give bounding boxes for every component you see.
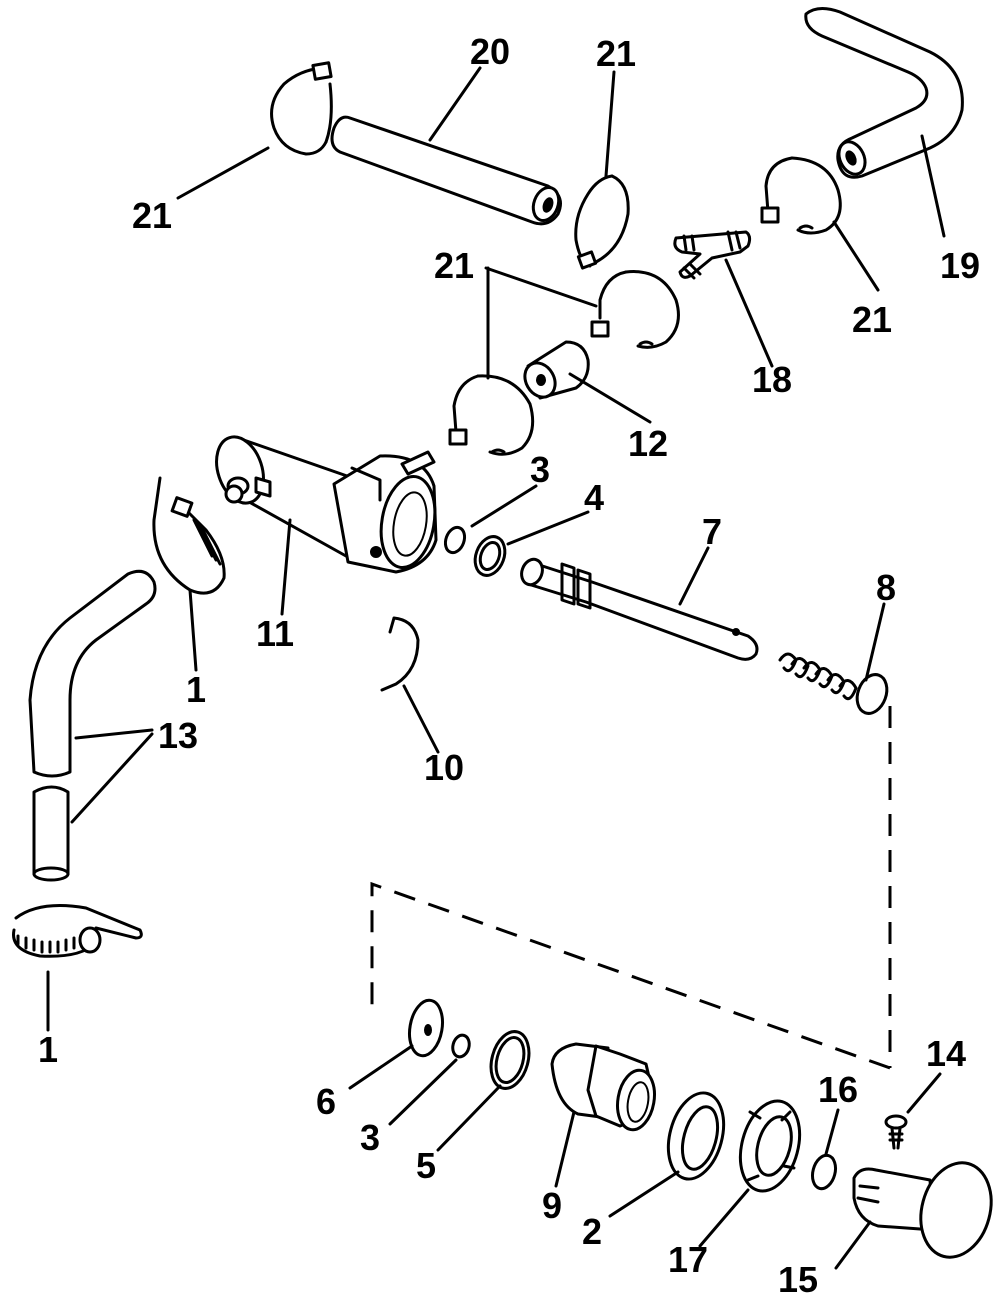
callout-18: 18 [752, 359, 792, 400]
part-15-knob [852, 1161, 993, 1259]
callout-13: 13 [158, 715, 198, 756]
part-21-clamp-top-center [574, 174, 630, 270]
callout-1-lower: 1 [38, 1029, 58, 1070]
callout-5: 5 [416, 1145, 436, 1186]
part-13-hose-upper [28, 569, 157, 778]
callout-12: 12 [628, 423, 668, 464]
part-7-plunger [520, 557, 759, 661]
part-9-housing [550, 1042, 656, 1132]
callout-6: 6 [316, 1081, 336, 1122]
part-16-oring [810, 1153, 838, 1191]
part-13-hose-lower [32, 785, 70, 882]
part-19-bent-hose [804, 7, 964, 179]
part-3-oring-upper [443, 525, 467, 555]
callout-15: 15 [778, 1259, 818, 1293]
part-21-clamp-middle [590, 270, 680, 349]
callout-19: 19 [940, 245, 980, 286]
part-1-strap-clamp-upper [152, 476, 226, 595]
callout-11: 11 [256, 613, 294, 654]
part-21-clamp-lower [448, 374, 535, 456]
part-12-coupling [523, 340, 590, 400]
callout-9: 9 [542, 1185, 562, 1226]
callout-21-top-left: 21 [132, 195, 172, 236]
callout-3-upper: 3 [530, 449, 550, 490]
part-18-tee-fitting [673, 230, 752, 280]
callout-8: 8 [876, 567, 896, 608]
callout-21-middle: 21 [434, 245, 474, 286]
callout-21-top-center: 21 [596, 33, 636, 74]
part-21-clamp-right [760, 156, 842, 235]
callout-4: 4 [584, 477, 604, 518]
callout-7: 7 [702, 511, 722, 552]
callout-20: 20 [470, 31, 510, 72]
part-8-spring [778, 652, 889, 715]
callout-2: 2 [582, 1211, 602, 1252]
callout-labels: 20 21 21 19 21 21 18 12 3 4 7 8 11 1 13 … [38, 31, 980, 1293]
callout-14: 14 [926, 1033, 966, 1074]
part-14-screw [884, 1114, 908, 1150]
part-10-retaining-ring [380, 616, 420, 692]
callout-21-right: 21 [852, 299, 892, 340]
callout-1-upper: 1 [186, 669, 206, 710]
part-20-hose [330, 115, 562, 226]
part-5-ring [489, 1030, 531, 1090]
part-11-pump-body [215, 435, 438, 574]
part-2-lock-ring [666, 1091, 726, 1181]
callout-10: 10 [424, 747, 464, 788]
callout-16: 16 [818, 1069, 858, 1110]
part-17-cap-nut [738, 1099, 802, 1193]
part-21-clamp-top-left [270, 61, 333, 156]
callout-3-lower: 3 [360, 1117, 380, 1158]
callout-17: 17 [668, 1239, 708, 1280]
leader-lines [46, 66, 946, 1270]
part-1-band-clamp-lower [12, 904, 143, 958]
part-3-oring-lower [451, 1033, 471, 1059]
assembly-dashed-line [370, 706, 892, 1070]
part-4-oring [473, 535, 507, 577]
part-6-washer [408, 998, 444, 1058]
